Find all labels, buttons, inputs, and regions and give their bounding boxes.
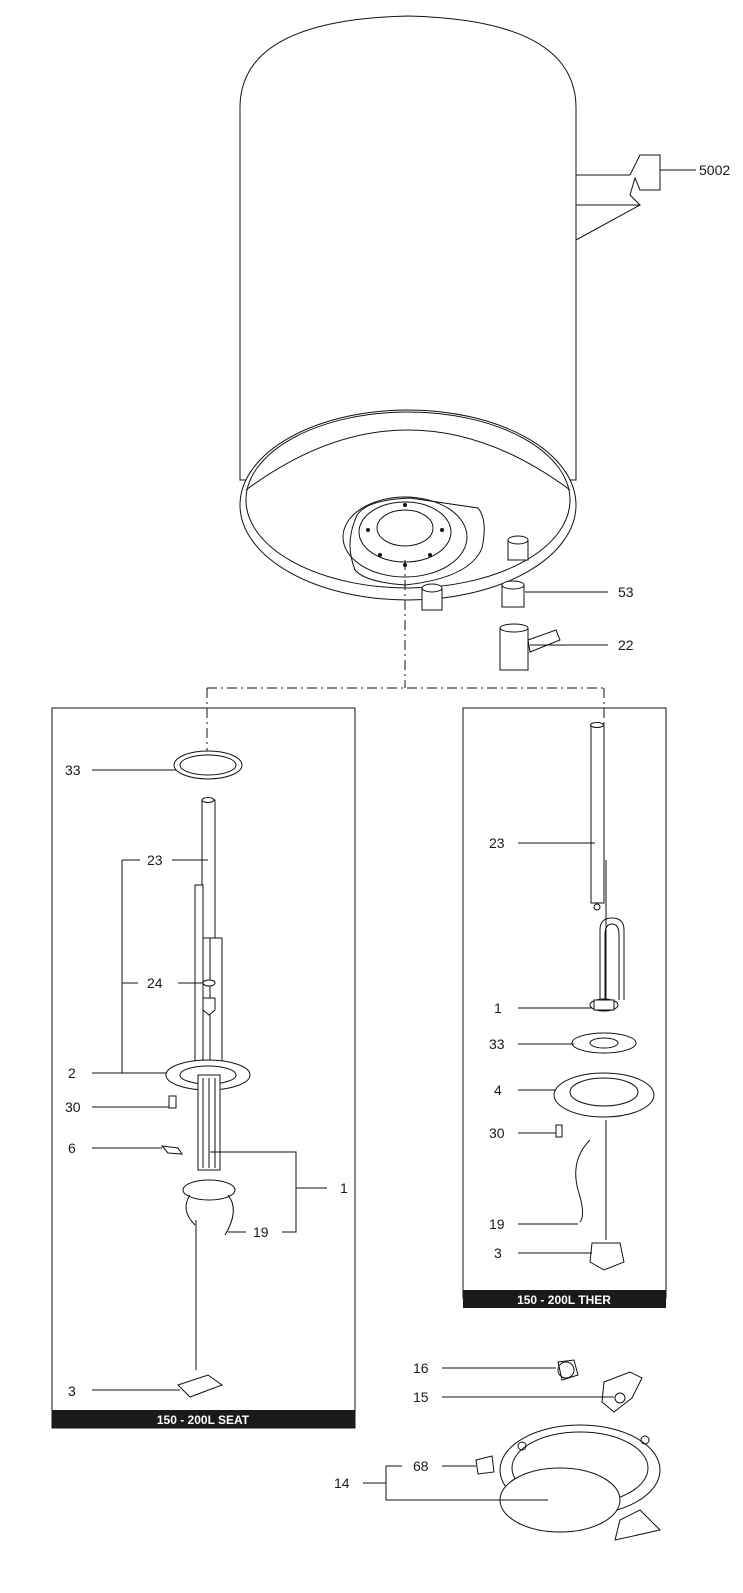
callout-seat-1: 1 — [340, 1180, 348, 1196]
callout-53: 53 — [618, 584, 634, 600]
callout-ther-19: 19 — [489, 1216, 505, 1232]
callout-seat-3: 3 — [68, 1383, 76, 1399]
callout-seat-6: 6 — [68, 1140, 76, 1156]
callout-ther-33: 33 — [489, 1036, 505, 1052]
callout-seat-24: 24 — [147, 975, 163, 991]
cover-assembly — [475, 1359, 661, 1541]
safety-valve-22 — [499, 623, 561, 671]
callout-cover-14: 14 — [334, 1475, 350, 1491]
callout-seat-33: 33 — [65, 762, 81, 778]
callout-seat-19: 19 — [253, 1224, 269, 1240]
callout-ther-30: 30 — [489, 1125, 505, 1141]
callout-cover-68: 68 — [413, 1458, 429, 1474]
callout-seat-23: 23 — [147, 852, 163, 868]
callout-5002: 5002 — [699, 162, 730, 178]
nipple-fitting-53 — [501, 580, 525, 608]
callout-ther-3: 3 — [494, 1245, 502, 1261]
callout-ther-4: 4 — [494, 1082, 502, 1098]
panel-seat: 150 - 200L SEAT — [51, 707, 356, 1429]
callout-22: 22 — [618, 637, 634, 653]
panel-ther: 150 - 200L THER — [462, 707, 667, 1308]
panel-ther-title: 150 - 200L THER — [517, 1293, 611, 1307]
callout-ther-1: 1 — [494, 1000, 502, 1016]
callout-seat-2: 2 — [68, 1065, 76, 1081]
callout-cover-16: 16 — [413, 1360, 429, 1376]
callout-ther-23: 23 — [489, 835, 505, 851]
callout-seat-30: 30 — [65, 1099, 81, 1115]
water-heater-tank — [239, 15, 661, 611]
callout-cover-15: 15 — [413, 1389, 429, 1405]
panel-seat-title: 150 - 200L SEAT — [157, 1413, 250, 1427]
